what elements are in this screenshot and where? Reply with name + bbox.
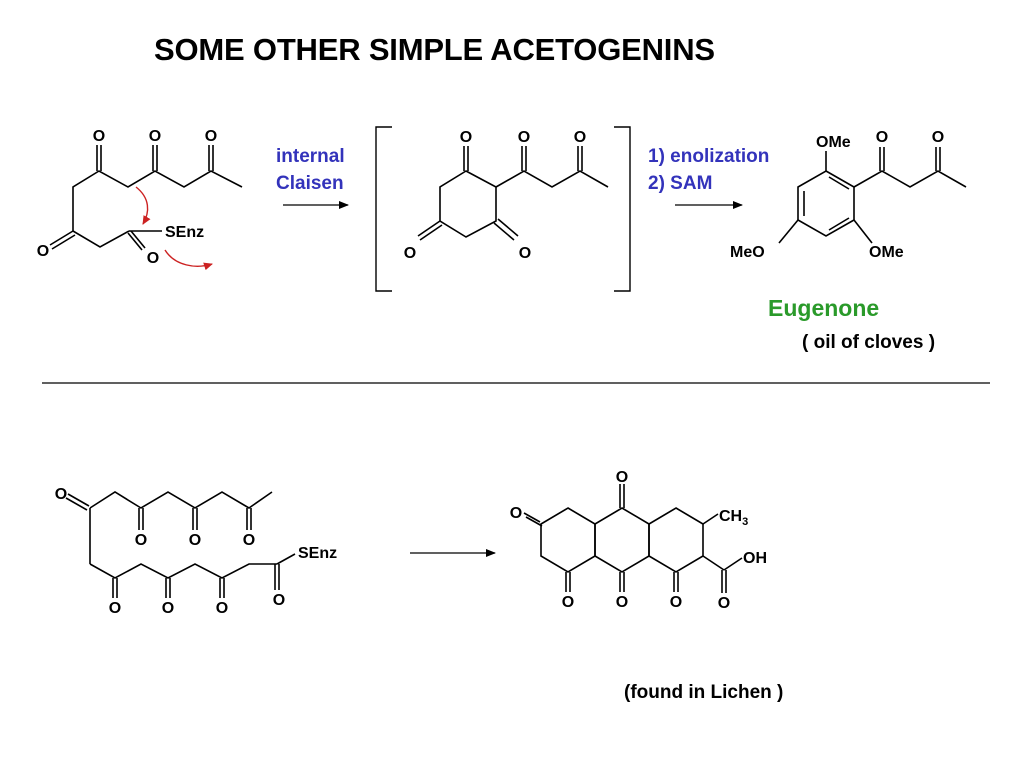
- slide-title: SOME OTHER SIMPLE ACETOGENINS: [154, 32, 715, 67]
- step1-reagent-line1: internal: [276, 146, 345, 167]
- lichen-note: (found in Lichen ): [624, 682, 784, 703]
- atom-o: O: [55, 486, 67, 503]
- atom-o: O: [574, 129, 586, 146]
- right-bracket: [614, 126, 631, 292]
- left-bracket: [375, 126, 392, 292]
- triketone-intermediate-labels: O O O O O: [404, 129, 586, 262]
- step1-reagent: internal Claisen: [276, 143, 345, 197]
- step2-reagent-line2: 2) SAM: [648, 173, 713, 194]
- atom-o: O: [670, 594, 682, 611]
- octaketide-chain-structure: [65, 491, 296, 598]
- atom-o: O: [205, 128, 217, 145]
- mechanism-arrows: [135, 186, 213, 271]
- atom-o: O: [616, 594, 628, 611]
- thioester-label: SEnz: [298, 545, 337, 562]
- product-note: ( oil of cloves ): [802, 332, 936, 353]
- step2-reagent-line1: 1) enolization: [648, 146, 770, 167]
- atom-o: O: [93, 128, 105, 145]
- intermediate-brackets: [375, 126, 631, 292]
- thioester-label: SEnz: [165, 224, 204, 241]
- tricyclic-product-structure: [523, 484, 743, 593]
- product-name: Eugenone: [768, 295, 880, 321]
- atom-o: O: [149, 128, 161, 145]
- atom-o: O: [109, 600, 121, 617]
- atom-o: O: [37, 243, 49, 260]
- atom-o: O: [216, 600, 228, 617]
- atom-o: O: [519, 245, 531, 262]
- polyketide-thioester-structure: [49, 145, 243, 251]
- methyl-label: CH3: [719, 508, 748, 528]
- tricyclic-product-labels: O O O O O O CH3 OH: [510, 469, 767, 612]
- hydroxyl-label: OH: [743, 550, 767, 567]
- atom-o: O: [876, 129, 888, 146]
- atom-o: O: [135, 532, 147, 549]
- polyketide-thioester-labels: O O O O O SEnz: [37, 128, 217, 267]
- nucleophile-arrow: [135, 186, 151, 225]
- atom-o: O: [718, 595, 730, 612]
- triketone-intermediate-structure: [417, 146, 609, 241]
- atom-o: O: [616, 469, 628, 486]
- leaving-group-arrow: [164, 249, 213, 271]
- atom-o: O: [932, 129, 944, 146]
- atom-o: O: [189, 532, 201, 549]
- atom-o: O: [510, 505, 522, 522]
- eugenone-labels: OMe O O OMe MeO: [730, 129, 944, 261]
- methoxy-label: OMe: [816, 134, 851, 151]
- step2-reagent: 1) enolization 2) SAM: [648, 143, 769, 197]
- octaketide-chain-labels: O O O O O O O O SEnz: [55, 486, 337, 617]
- step1-reagent-line2: Claisen: [276, 173, 344, 194]
- atom-o: O: [518, 129, 530, 146]
- methoxy-label: OMe: [869, 244, 904, 261]
- atom-o: O: [162, 600, 174, 617]
- methoxy-label: MeO: [730, 244, 765, 261]
- atom-o: O: [562, 594, 574, 611]
- eugenone-structure: [778, 147, 967, 244]
- atom-o: O: [404, 245, 416, 262]
- atom-o: O: [273, 592, 285, 609]
- atom-o: O: [147, 250, 159, 267]
- atom-o: O: [243, 532, 255, 549]
- atom-o: O: [460, 129, 472, 146]
